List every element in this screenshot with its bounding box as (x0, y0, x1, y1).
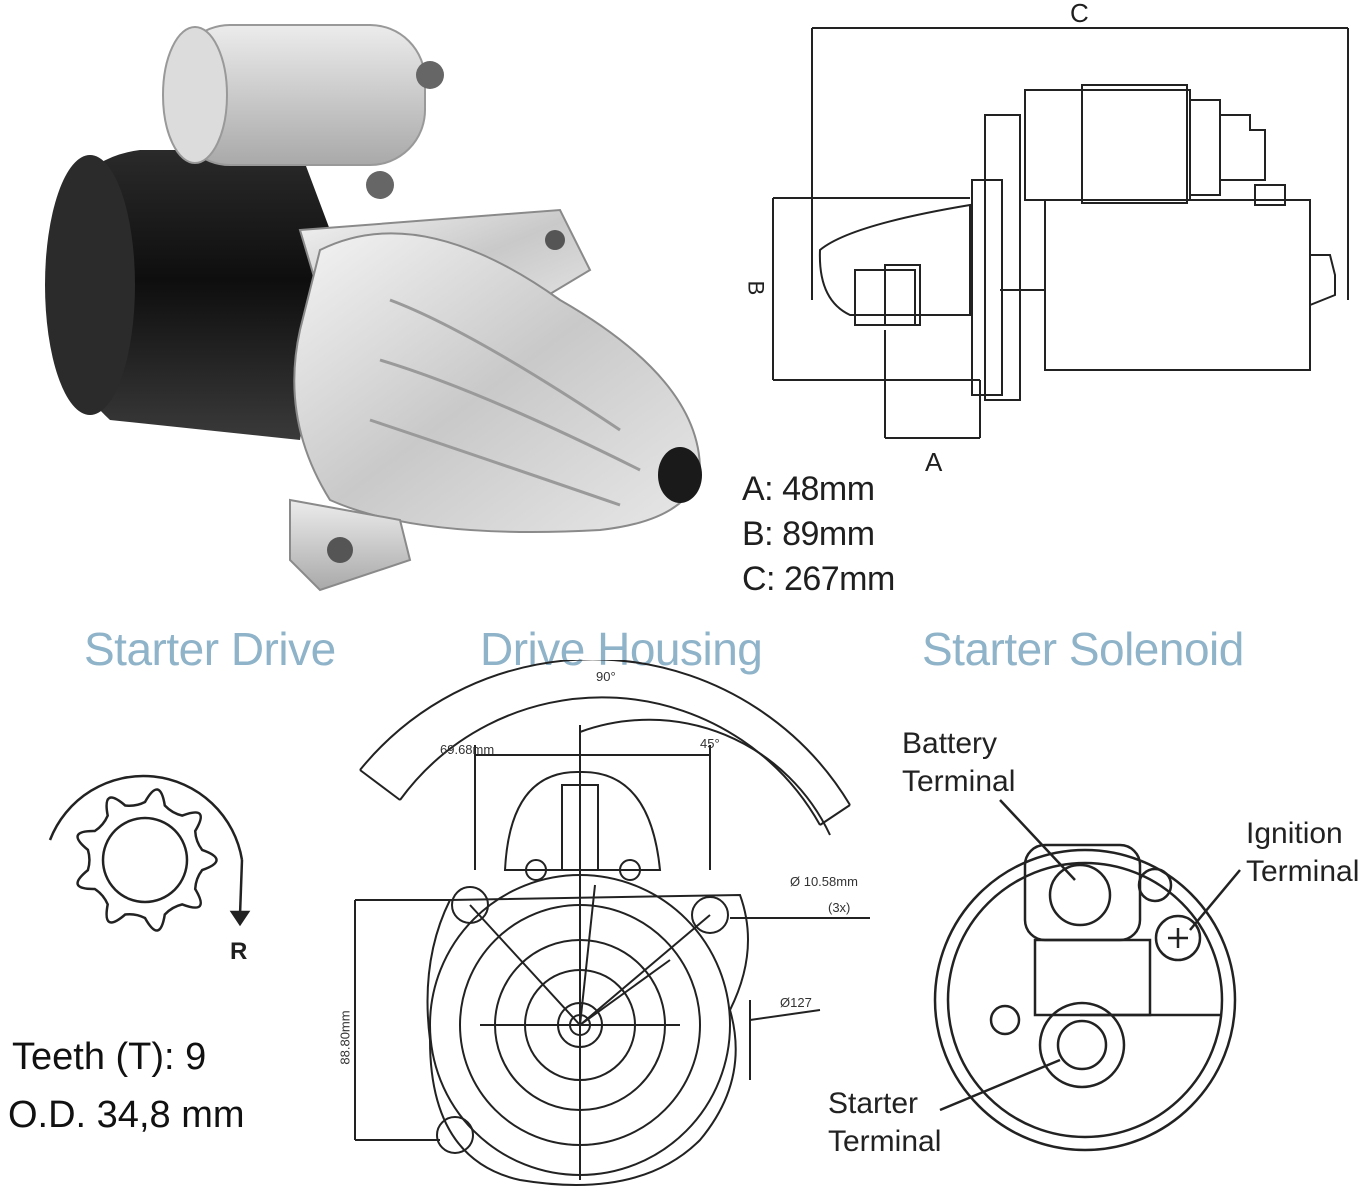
teeth-count: Teeth (T): 9 (12, 1036, 207, 1078)
section-title-starter-solenoid: Starter Solenoid (922, 623, 1244, 675)
width-label: 69.68mm (440, 742, 495, 757)
battery-terminal-label-line2: Terminal (902, 765, 1016, 798)
pilot-diameter-label: Ø127 (780, 995, 812, 1010)
dim-label-b: B (743, 280, 769, 296)
dim-label-c: C (1070, 0, 1089, 28)
dimension-a: A: 48mm (742, 470, 875, 508)
hole-diameter-label: Ø 10.58mm (790, 874, 858, 889)
battery-terminal-label-line1: Battery (902, 727, 998, 760)
dim-label-a: A (925, 447, 943, 477)
outer-diameter: O.D. 34,8 mm (8, 1094, 245, 1136)
angle-outer-label: 90° (596, 669, 616, 684)
starter-motor-photo (45, 24, 702, 592)
dimension-b: B: 89mm (742, 515, 875, 553)
starter-terminal-label-line1: Starter (828, 1087, 919, 1120)
hole-count-label: (3x) (828, 900, 851, 915)
angle-inner-label: 45° (700, 736, 720, 751)
ignition-terminal-label-line1: Ignition (1246, 817, 1343, 850)
side-view-drawing (772, 27, 1349, 439)
starter-terminal-label-line2: Terminal (828, 1125, 942, 1158)
gear-drawing (48, 774, 251, 932)
rotation-label: R (230, 938, 248, 965)
ignition-terminal-label-line2: Terminal (1246, 855, 1359, 888)
section-title-starter-drive: Starter Drive (84, 623, 336, 675)
dimension-c: C: 267mm (742, 560, 895, 598)
drive-housing-drawing (354, 660, 870, 1186)
gear-teeth-outline (76, 788, 218, 932)
height-label: 88.80mm (337, 1010, 353, 1065)
solenoid-drawing (933, 799, 1241, 1152)
